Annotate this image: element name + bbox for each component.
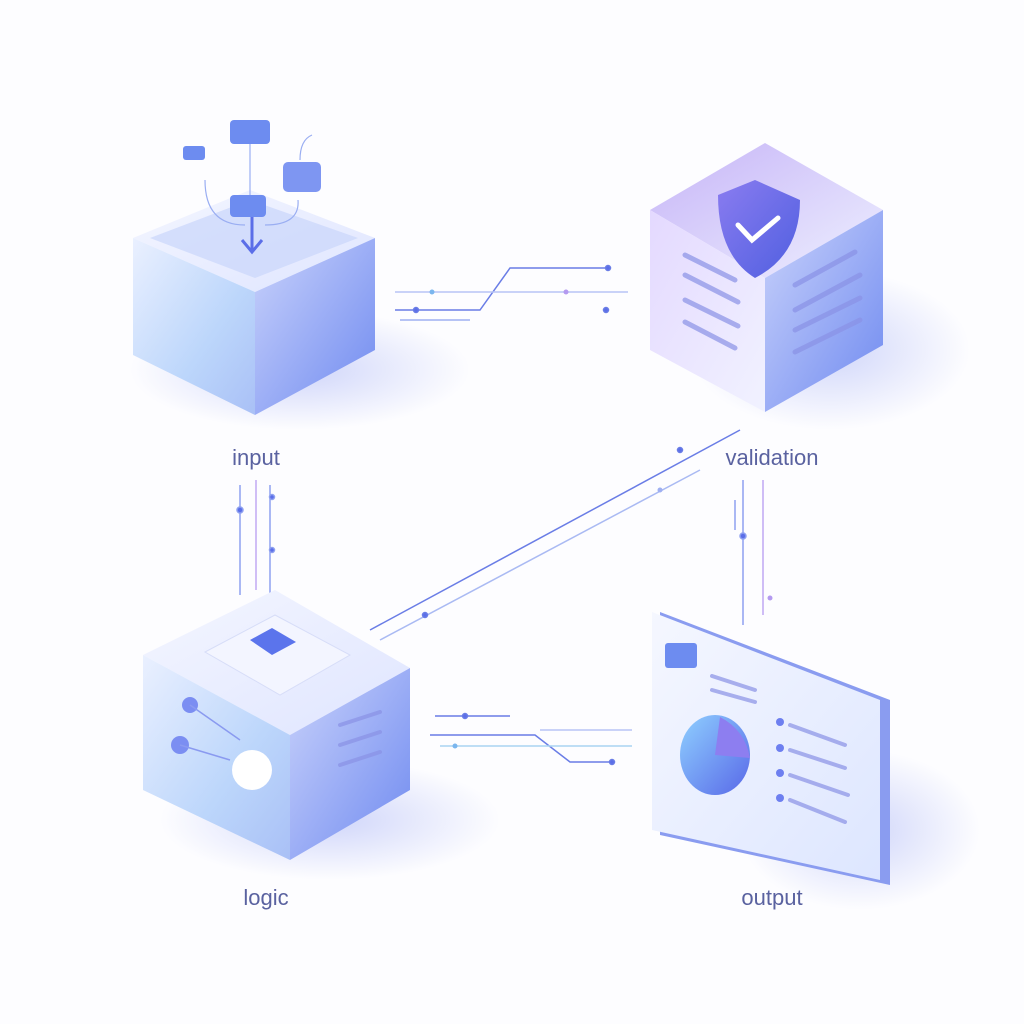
shield-check-icon: [718, 180, 800, 278]
connector-validation-logic: [369, 429, 741, 641]
message-icon: [230, 120, 270, 144]
logic-label: logic: [243, 885, 289, 910]
pie-chart-icon: [680, 715, 750, 795]
input-cube[interactable]: [133, 120, 375, 415]
chip-icon: [203, 614, 352, 696]
validation-cube[interactable]: [650, 143, 883, 412]
connector-logic-output: [430, 712, 632, 766]
validation-label: validation: [725, 445, 819, 470]
message-icon: [183, 146, 205, 160]
connector-input-validation: [395, 264, 628, 321]
output-dashboard[interactable]: [652, 612, 890, 885]
output-label: output: [741, 885, 803, 910]
settings-card-icon: [283, 162, 321, 192]
input-label: input: [232, 445, 280, 470]
message-icon: [230, 195, 266, 217]
logic-cube[interactable]: [143, 590, 410, 860]
connector-input-logic: [236, 480, 276, 595]
connector-validation-output: [734, 480, 773, 625]
